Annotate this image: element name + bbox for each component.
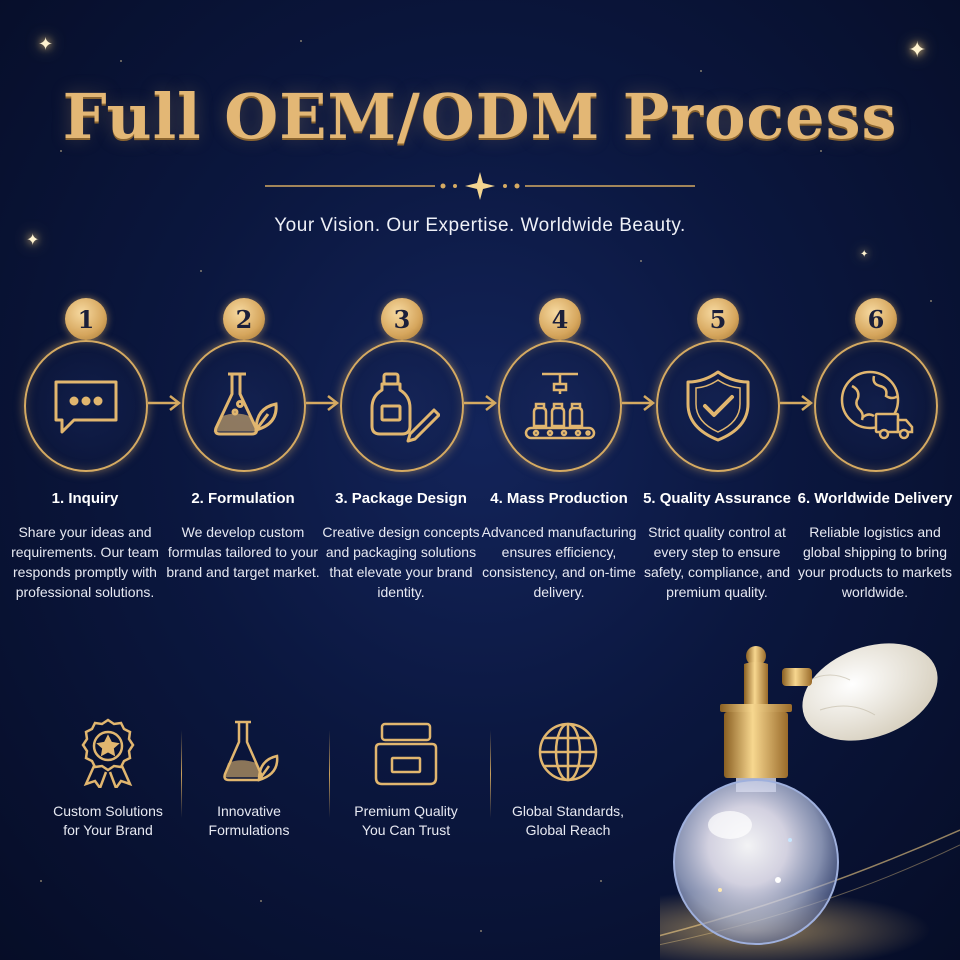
bottle-pencil-icon	[370, 372, 440, 443]
step-icon-ring	[656, 340, 780, 472]
divider-line	[490, 730, 491, 818]
feature-item: Innovative Formulations	[174, 718, 324, 840]
step-number-badge: 1	[65, 298, 107, 340]
sparkle-icon: ✦	[38, 34, 54, 55]
sparkle-icon: ✦	[26, 230, 40, 249]
step-description: Creative design concepts and packaging s…	[322, 524, 480, 600]
globe-grid-icon	[538, 722, 598, 782]
flask-leaf-icon	[213, 372, 278, 436]
step-description: Strict quality control at every step to …	[643, 524, 791, 600]
arrow-right-icon	[306, 395, 340, 411]
feature-item: Premium Quality You Can Trust	[331, 718, 481, 840]
divider-line	[181, 730, 182, 818]
feature-item: Global Standards, Global Reach	[493, 718, 643, 840]
step-description: Reliable logistics and global shipping t…	[797, 524, 953, 600]
feature-label: Premium Quality You Can Trust	[354, 803, 458, 838]
step-number-badge: 6	[855, 298, 897, 340]
sparkle-icon: ✦	[860, 249, 869, 260]
step-title: 4. Mass Production	[490, 490, 628, 507]
step-title: 6. Worldwide Delivery	[797, 490, 953, 507]
shield-check-icon	[686, 370, 750, 442]
feature-label: Global Standards, Global Reach	[511, 803, 625, 838]
step-icon-ring	[24, 340, 148, 472]
page-subtitle: Your Vision. Our Expertise. Worldwide Be…	[274, 215, 686, 236]
page-title: Full OEM/ODM Process	[62, 80, 898, 153]
arrow-right-icon	[780, 395, 814, 411]
step-icon-ring	[814, 340, 938, 472]
step-number-badge: 4	[539, 298, 581, 340]
step-description: Share your ideas and requirements. Our t…	[11, 524, 159, 600]
globe-truck-icon	[840, 370, 914, 440]
step-title: 5. Quality Assurance	[643, 490, 791, 507]
feature-item: Custom Solutions for Your Brand	[33, 718, 183, 840]
step-description: We develop custom formulas tailored to y…	[166, 524, 320, 580]
cosmetic-jar-icon	[374, 722, 438, 786]
ornamental-divider	[265, 172, 695, 200]
award-ribbon-icon	[81, 718, 135, 788]
arrow-right-icon	[622, 395, 656, 411]
step-title: 3. Package Design	[335, 490, 467, 507]
step-icon-ring	[498, 340, 622, 472]
step-number-badge: 2	[223, 298, 265, 340]
step-number-badge: 5	[697, 298, 739, 340]
step-icon-ring	[182, 340, 306, 472]
arrow-right-icon	[148, 395, 182, 411]
feature-label: Innovative Formulations	[208, 803, 290, 838]
feature-label: Custom Solutions for Your Brand	[53, 803, 163, 838]
chat-bubble-icon	[54, 380, 118, 434]
step-title: 2. Formulation	[191, 490, 295, 507]
arrow-right-icon	[464, 395, 498, 411]
step-description: Advanced manufacturing ensures efficienc…	[481, 524, 637, 600]
flask-leaf-icon	[223, 720, 279, 782]
step-title: 1. Inquiry	[51, 490, 119, 507]
step-icon-ring	[340, 340, 464, 472]
divider-line	[329, 730, 330, 818]
sparkle-icon: ✦	[908, 38, 927, 63]
step-number-badge: 3	[381, 298, 423, 340]
production-line-icon	[524, 372, 596, 440]
perfume-bottle-image	[660, 643, 960, 960]
